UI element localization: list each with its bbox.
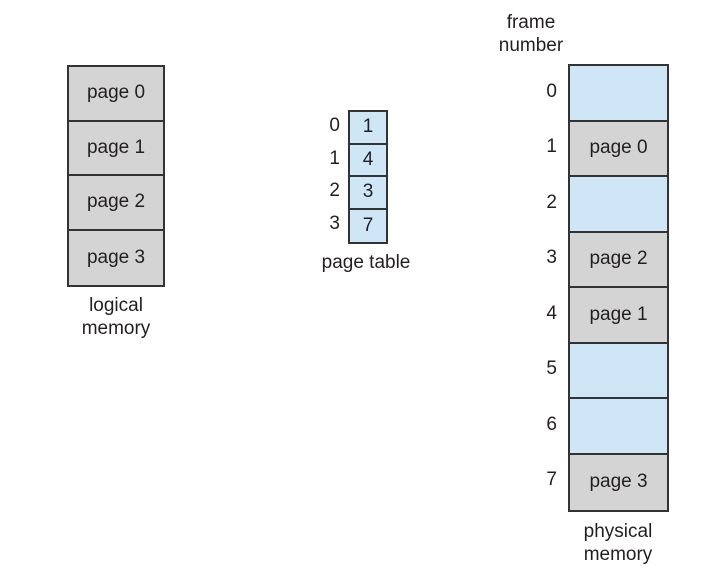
physical-memory-frame <box>570 66 667 122</box>
logical-memory-cell: page 3 <box>69 230 163 285</box>
page-table-cell: 1 <box>350 112 386 145</box>
logical-memory-cell: page 2 <box>69 176 163 231</box>
logical-memory-box: page 0 page 1 page 2 page 3 <box>67 65 165 287</box>
frame-number: 6 <box>546 413 557 435</box>
physical-memory-label: physical memory <box>553 520 683 566</box>
page-table-index: 3 <box>329 212 340 234</box>
physical-memory-frame <box>570 343 667 399</box>
frame-number: 7 <box>546 469 557 491</box>
physical-memory-label-line2: memory <box>583 544 653 565</box>
frame-number-header-line1: frame <box>506 12 556 33</box>
page-table-index: 0 <box>329 115 340 137</box>
page-table-label: page table <box>321 252 411 273</box>
frame-number: 0 <box>546 80 557 102</box>
frame-number-header: frame number <box>466 11 596 57</box>
physical-memory-frame: page 1 <box>570 288 667 344</box>
physical-memory-box: page 0 page 2 page 1 page 3 <box>568 64 669 512</box>
frame-number: 5 <box>546 358 557 380</box>
frame-number-column: 0 1 2 3 4 5 6 7 <box>515 64 563 508</box>
page-table-index: 1 <box>329 147 340 169</box>
page-table-cell: 7 <box>350 209 386 242</box>
physical-memory-frame <box>570 399 667 455</box>
physical-memory-frame: page 2 <box>570 232 667 288</box>
page-table-box: 1 4 3 7 <box>348 110 388 244</box>
frame-number: 1 <box>546 136 557 158</box>
logical-memory-cell: page 1 <box>69 121 163 176</box>
physical-memory-frame: page 3 <box>570 454 667 510</box>
frame-number: 3 <box>546 247 557 269</box>
physical-memory-label-line1: physical <box>583 521 653 542</box>
page-table-index: 2 <box>329 180 340 202</box>
page-table-index-column: 0 1 2 3 <box>308 110 340 240</box>
page-table-cell: 4 <box>350 144 386 177</box>
frame-number: 4 <box>546 302 557 324</box>
logical-memory-label: logical memory <box>46 294 186 340</box>
logical-memory-label-line2: memory <box>81 318 151 339</box>
physical-memory-frame: page 0 <box>570 121 667 177</box>
logical-memory-cell: page 0 <box>69 67 163 122</box>
logical-memory-label-line1: logical <box>89 295 143 316</box>
physical-memory-frame <box>570 177 667 233</box>
frame-number: 2 <box>546 191 557 213</box>
frame-number-header-line2: number <box>498 35 564 56</box>
page-table-cell: 3 <box>350 177 386 210</box>
